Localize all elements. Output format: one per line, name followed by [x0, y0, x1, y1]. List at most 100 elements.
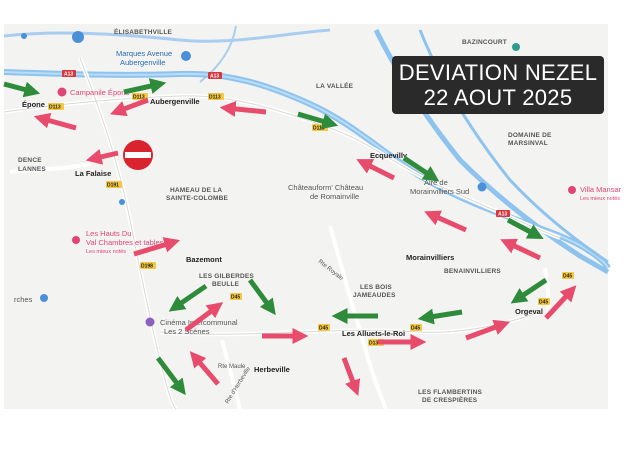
detour-arrow-1 — [33, 112, 77, 131]
label-dence-1: DENCE — [18, 157, 42, 164]
river-branch — [199, 25, 237, 83]
svg-text:D45: D45 — [539, 300, 548, 306]
poi-hauts-3: Les mieux notés — [86, 249, 126, 255]
deviation-banner: DEVIATION NEZEL 22 AOUT 2025 — [392, 56, 604, 114]
label-ches: rches — [14, 295, 33, 304]
green-arrow-4 — [402, 155, 440, 182]
label-ecquevilly: Ecquevilly — [370, 151, 408, 160]
shopping-bag-icon — [72, 31, 84, 43]
label-epone: Épone — [22, 100, 45, 109]
location-pin-icon — [40, 294, 48, 302]
detour-arrow-6 — [424, 210, 468, 233]
poi-villa-1: Villa Mansar — [580, 185, 622, 194]
svg-text:A13: A13 — [64, 72, 73, 78]
rest-area-icon — [477, 182, 487, 192]
label-gilberdes-2: BEULLE — [212, 281, 240, 288]
label-bazincourt: BAZINCOURT — [462, 39, 507, 46]
shopping-bag-icon-2 — [181, 51, 191, 61]
poi-marques-avenue[interactable]: Marques Avenue Aubergenville — [72, 31, 191, 67]
svg-text:D45: D45 — [411, 326, 420, 332]
detour-arrow-15 — [341, 357, 361, 396]
label-morainvilliers: Morainvilliers — [406, 253, 454, 262]
green-arrow-1 — [3, 81, 41, 98]
road-shields: A13 A13 A13 D113 D113 D113 D113 D191 D19… — [48, 70, 574, 347]
poi-marques-2: Aubergenville — [120, 58, 165, 67]
detour-arrow-4 — [85, 149, 119, 165]
label-bois-2: JAMEAUDES — [353, 292, 396, 299]
poi-marques-1: Marques Avenue — [116, 49, 172, 58]
detour-arrow-14 — [189, 351, 220, 386]
poi-villa-2: Les mieux notés — [580, 196, 620, 202]
street-rte-maule: Rte Maule — [218, 364, 246, 370]
la-falaise-pin-icon — [119, 199, 125, 205]
poi-chateauform[interactable]: Châteauform' Château de Romainville — [288, 183, 363, 201]
label-elisabethville: ÉLISABETHVILLE — [114, 27, 173, 36]
svg-text:D113: D113 — [133, 95, 145, 101]
label-flambertins-2: DE CRESPIÈRES — [422, 395, 478, 404]
hotel-icon — [72, 236, 80, 244]
label-domaine-2: MARSINVAL — [508, 140, 548, 147]
svg-text:A13: A13 — [498, 212, 507, 218]
svg-text:D113: D113 — [313, 126, 325, 132]
svg-text:D130: D130 — [369, 341, 381, 347]
green-arrow-11 — [156, 356, 186, 396]
green-arrow-6 — [168, 283, 208, 312]
detour-arrow-9 — [184, 302, 224, 332]
label-dence-2: LANNES — [18, 166, 46, 173]
closure-arrows — [3, 78, 548, 396]
green-arrow-3 — [297, 111, 339, 129]
svg-text:D198: D198 — [141, 264, 153, 270]
poi-hauts-du-val[interactable]: Les Hauts Du Val Chambres et tables... L… — [72, 229, 170, 255]
hotel-icon — [57, 87, 67, 97]
green-arrow-9 — [417, 308, 463, 325]
svg-text:D45: D45 — [319, 326, 328, 332]
green-arrow-5 — [506, 217, 544, 240]
detour-arrow-7 — [500, 238, 542, 261]
svg-text:D191: D191 — [107, 183, 119, 189]
poi-hauts-2: Val Chambres et tables... — [86, 238, 170, 247]
label-orgeval: Orgeval — [515, 307, 543, 316]
poi-aire-morainvilliers[interactable]: Aire de Morainvilliers Sud — [410, 178, 487, 196]
label-alluets: Les Alluets-le-Roi — [342, 329, 405, 338]
banner-title: DEVIATION NEZEL — [398, 60, 598, 85]
label-bois-1: LES BOIS — [360, 284, 392, 291]
svg-text:D45: D45 — [563, 274, 572, 280]
detour-arrows — [33, 97, 577, 396]
svg-text:D113: D113 — [209, 95, 221, 101]
bazincourt-pin-icon — [512, 43, 520, 51]
poi-aire-1: Aire de — [424, 178, 448, 187]
small-pin-icon — [21, 33, 27, 39]
label-gilberdes-1: LES GILBERDES — [199, 273, 254, 280]
label-herbeville: Herbeville — [254, 365, 290, 374]
detour-arrow-13 — [544, 285, 577, 320]
poi-cinema-2: Les 2 Scènes — [164, 327, 210, 336]
road-closed-sign — [123, 140, 153, 170]
poi-villa-mansart[interactable]: Villa Mansar Les mieux notés — [568, 185, 622, 202]
detour-arrow-2 — [110, 97, 149, 117]
label-aubergenville: Aubergenville — [150, 97, 200, 106]
label-bazemont: Bazemont — [186, 255, 222, 264]
hotel-icon — [568, 186, 576, 194]
poi-campanile-label: Campanile Épone — [70, 88, 130, 97]
poi-chateauform-2: de Romainville — [310, 192, 359, 201]
poi-aire-2: Morainvilliers Sud — [410, 187, 469, 196]
label-hameau-1: HAMEAU DE LA — [170, 187, 222, 194]
label-benainvilliers: BENAINVILLIERS — [444, 268, 501, 275]
seine-river — [3, 28, 331, 43]
poi-campanile[interactable]: Campanile Épone — [57, 87, 130, 98]
label-flambertins-1: LES FLAMBERTINS — [418, 389, 482, 396]
detour-arrow-8 — [133, 237, 181, 257]
cinema-icon — [145, 317, 155, 327]
label-domaine-1: DOMAINE DE — [508, 132, 552, 139]
svg-text:A13: A13 — [210, 74, 219, 80]
detour-arrow-12 — [465, 319, 511, 341]
banner-date: 22 AOUT 2025 — [423, 85, 573, 110]
label-la-vallee: LA VALLÉE — [316, 81, 354, 90]
poi-hauts-1: Les Hauts Du — [86, 229, 131, 238]
poi-chateauform-1: Châteauform' Château — [288, 183, 363, 192]
detour-arrow-5 — [356, 159, 396, 181]
svg-text:D45: D45 — [231, 295, 240, 301]
green-arrow-7 — [247, 278, 276, 316]
label-hameau-2: SAINTE-COLOMBE — [166, 195, 228, 202]
label-la-falaise: La Falaise — [75, 169, 111, 178]
